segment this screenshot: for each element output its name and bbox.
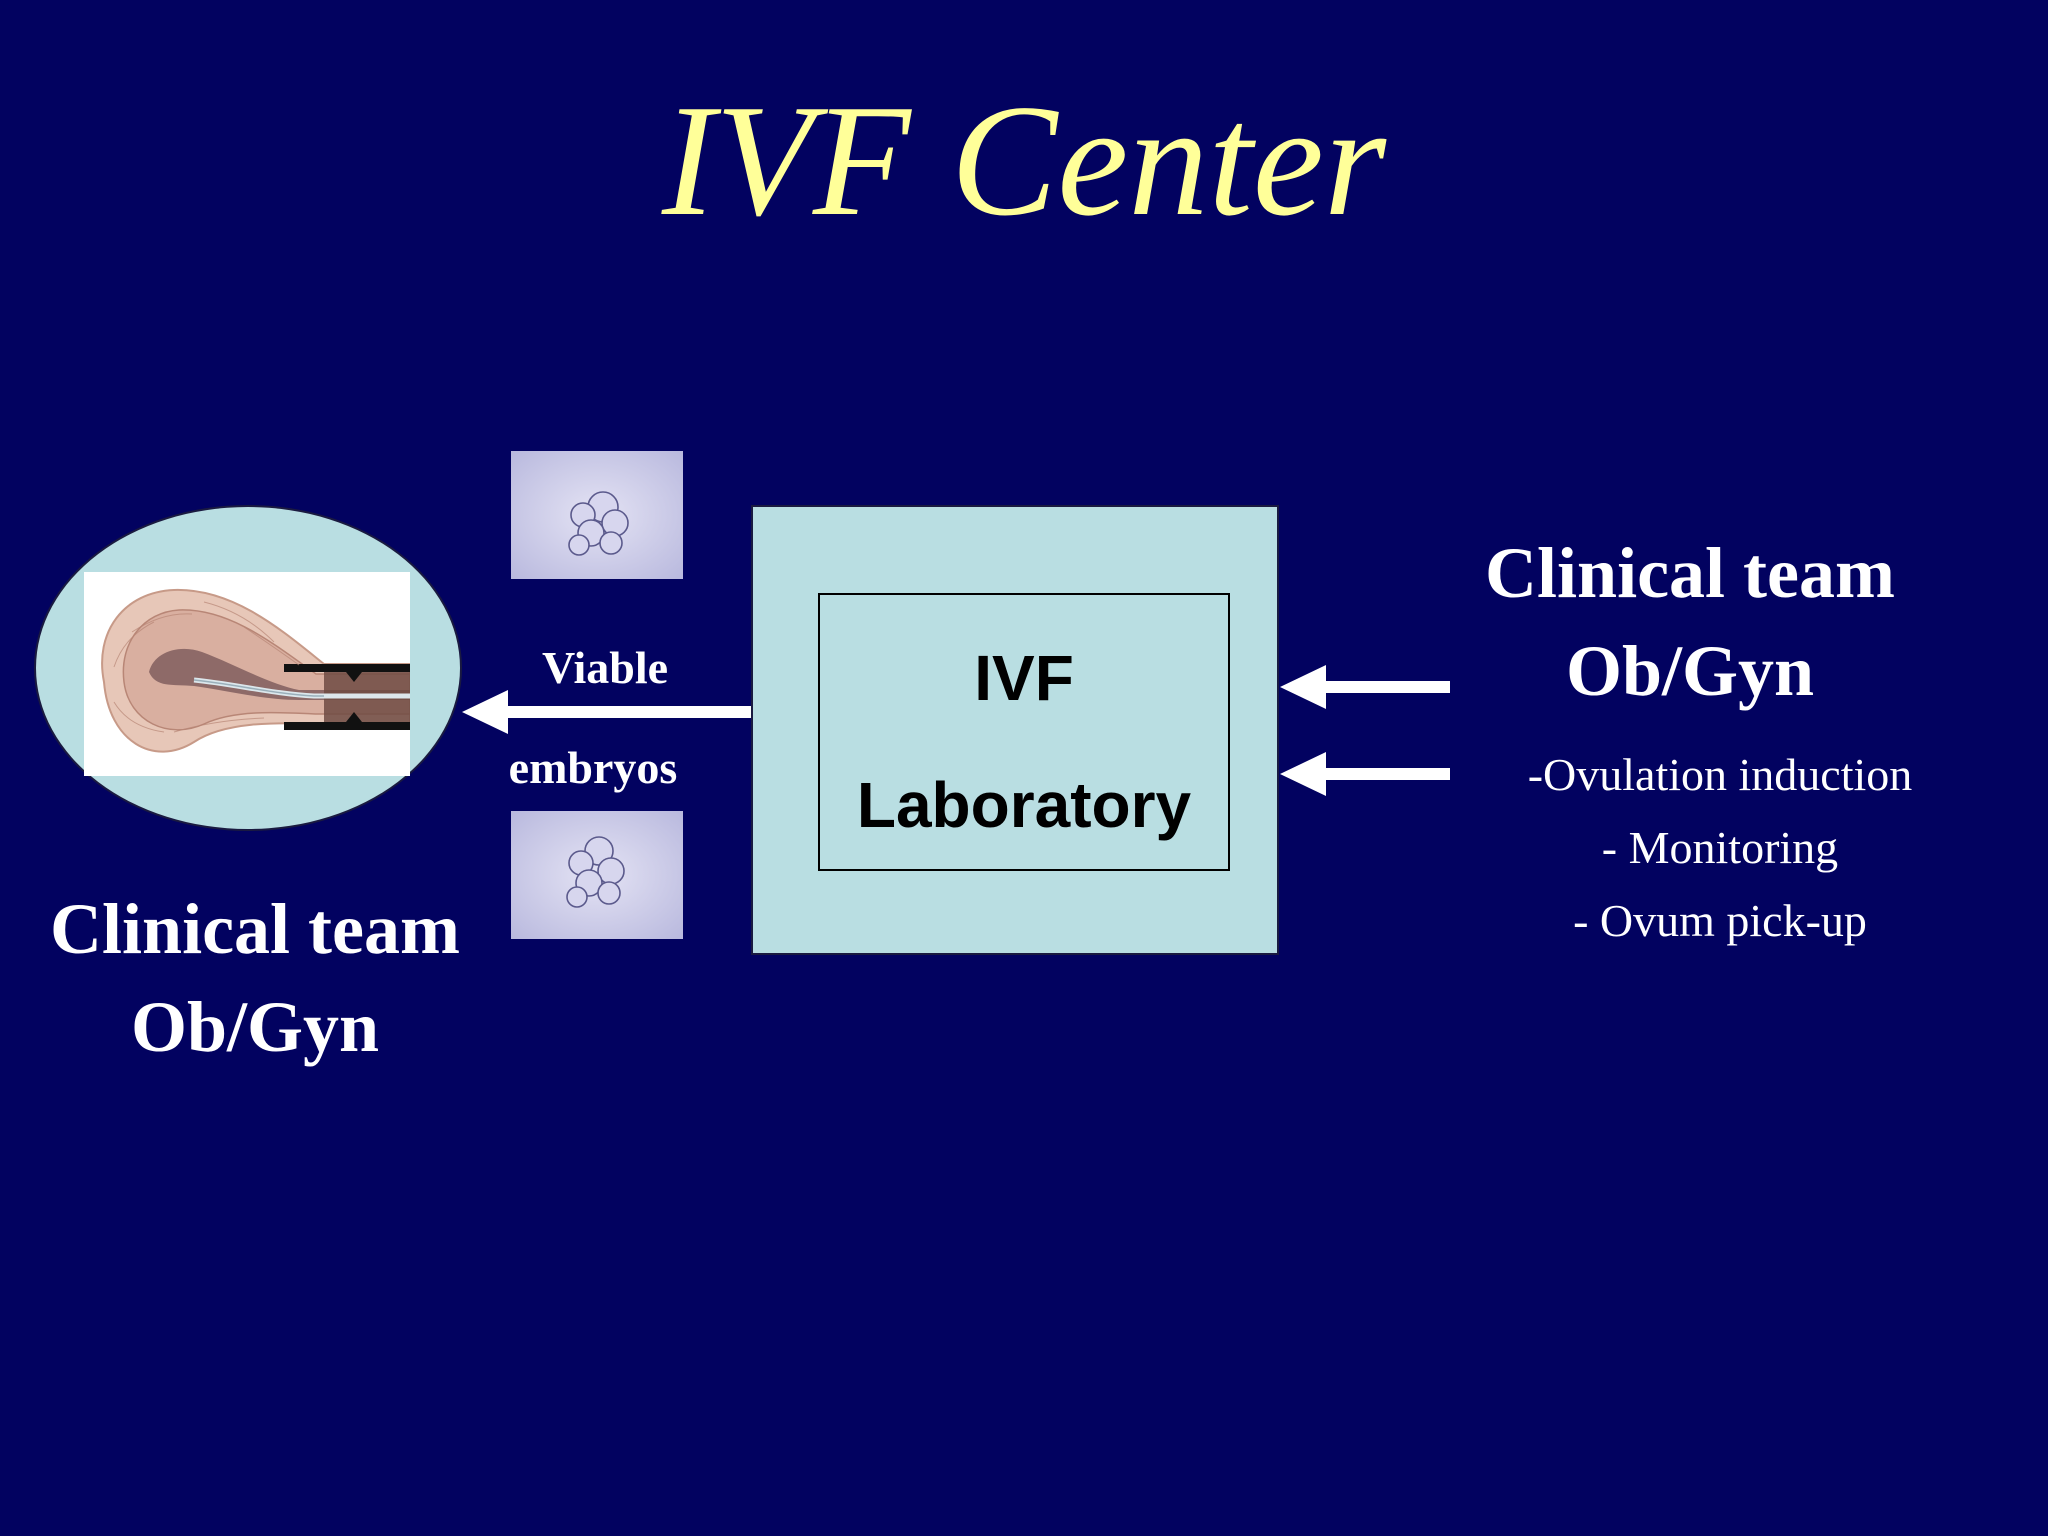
right-clinical-team: Clinical team Ob/Gyn xyxy=(1430,524,1950,720)
left-team-line1: Clinical team xyxy=(50,889,460,969)
embryo-micrograph-icon xyxy=(511,451,683,579)
ivf-lab-inner-frame xyxy=(818,593,1230,871)
embryo-micrograph-icon xyxy=(511,811,683,939)
slide-title: IVF Center xyxy=(661,71,1387,249)
uterus-illustration-icon xyxy=(84,572,410,776)
transfer-label-bottom: embryos xyxy=(508,742,678,793)
task-item: - Ovum pick-up xyxy=(1573,895,1867,946)
lab-label-line2: Laboratory xyxy=(856,769,1192,841)
arrow-from-clinic-top-icon xyxy=(1280,665,1450,709)
arrow-to-uterus-icon xyxy=(462,690,752,734)
ivf-lab-box xyxy=(751,505,1279,955)
right-team-line1: Clinical team xyxy=(1485,533,1895,613)
lab-label-line1: IVF xyxy=(974,642,1074,714)
arrow-from-clinic-bottom-icon xyxy=(1280,752,1450,796)
left-team-line2: Ob/Gyn xyxy=(130,987,380,1067)
task-item: - Monitoring xyxy=(1601,822,1839,873)
task-item: -Ovulation induction xyxy=(1527,749,1913,800)
right-team-task-list: -Ovulation induction - Monitoring - Ovum… xyxy=(1470,738,1970,957)
right-team-line2: Ob/Gyn xyxy=(1565,631,1815,711)
transfer-label-top: Viable xyxy=(541,642,669,693)
left-clinical-team: Clinical team Ob/Gyn xyxy=(0,880,510,1076)
